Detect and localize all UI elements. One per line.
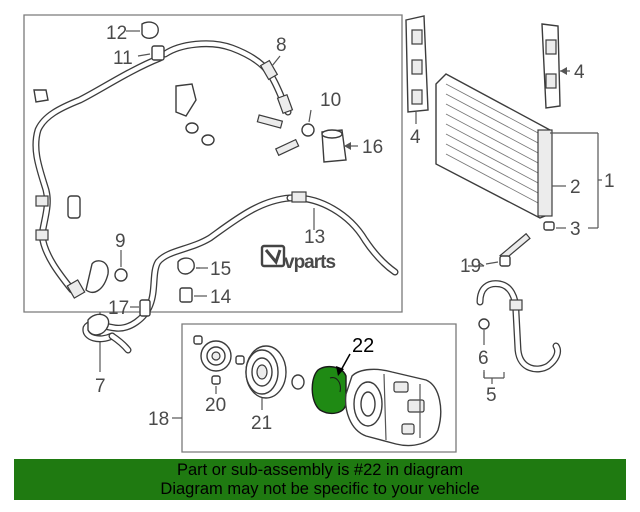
part-15-cap bbox=[177, 257, 208, 275]
part-21-pulley bbox=[245, 345, 305, 410]
info-banner: Part or sub-assembly is #22 in diagram D… bbox=[14, 459, 626, 500]
banner-line-1: Part or sub-assembly is #22 in diagram bbox=[176, 461, 464, 479]
callout-15: 15 bbox=[210, 259, 231, 280]
condenser-1 bbox=[435, 73, 602, 231]
part-10-oring bbox=[301, 109, 315, 137]
callout-13: 13 bbox=[304, 227, 325, 248]
hose-assembly-13 bbox=[82, 191, 399, 354]
part-22-highlighted bbox=[311, 353, 351, 415]
bolts bbox=[256, 114, 300, 157]
bracket-parts bbox=[33, 83, 215, 336]
callout-11: 11 bbox=[113, 48, 133, 69]
part-9-oring bbox=[114, 250, 128, 282]
callout-5: 5 bbox=[486, 385, 497, 406]
callout-22: 22 bbox=[352, 335, 374, 357]
callout-10: 10 bbox=[320, 90, 341, 111]
part-17-bolt bbox=[130, 299, 151, 317]
group-frame-7 bbox=[23, 14, 403, 372]
callout-9: 9 bbox=[115, 231, 126, 252]
callout-4-left: 4 bbox=[410, 127, 421, 148]
watermark-text: vparts bbox=[284, 252, 335, 273]
callout-21: 21 bbox=[251, 413, 272, 434]
callout-17: 17 bbox=[108, 298, 129, 319]
part-11-valve bbox=[137, 45, 165, 61]
leader-lines bbox=[196, 55, 485, 269]
part-20-hub bbox=[193, 335, 245, 394]
callout-labels: 12 11 8 10 16 9 13 15 14 17 7 4 4 2 1 3 … bbox=[95, 23, 615, 434]
hose-assembly-8 bbox=[32, 40, 294, 299]
callout-12: 12 bbox=[106, 23, 127, 44]
callout-18: 18 bbox=[148, 409, 169, 430]
banner-line-2: Diagram may not be specific to your vehi… bbox=[160, 480, 480, 498]
compressor-body bbox=[344, 368, 442, 447]
part-5-pipe bbox=[476, 280, 562, 384]
part-16-valve-block bbox=[321, 129, 358, 163]
part-12-cap bbox=[126, 21, 159, 39]
parts-diagram: vparts 12 11 8 10 16 9 13 15 14 17 7 4 4… bbox=[23, 14, 615, 453]
callout-1: 1 bbox=[604, 171, 615, 192]
callout-7: 7 bbox=[95, 376, 106, 397]
callout-8: 8 bbox=[276, 35, 287, 56]
callout-2: 2 bbox=[570, 177, 581, 198]
group-frame-18 bbox=[172, 323, 457, 453]
part-4-seal-left bbox=[405, 15, 429, 124]
callout-3: 3 bbox=[570, 219, 581, 240]
part-4-seal-right bbox=[541, 23, 570, 109]
callout-20: 20 bbox=[205, 395, 226, 416]
vparts-watermark: vparts bbox=[260, 244, 336, 273]
callout-4-right: 4 bbox=[574, 62, 585, 83]
part-14-valve bbox=[179, 287, 207, 303]
part-19-bolt bbox=[485, 232, 531, 267]
callout-14: 14 bbox=[210, 287, 232, 308]
callout-16: 16 bbox=[362, 137, 383, 158]
callout-6: 6 bbox=[478, 348, 489, 369]
